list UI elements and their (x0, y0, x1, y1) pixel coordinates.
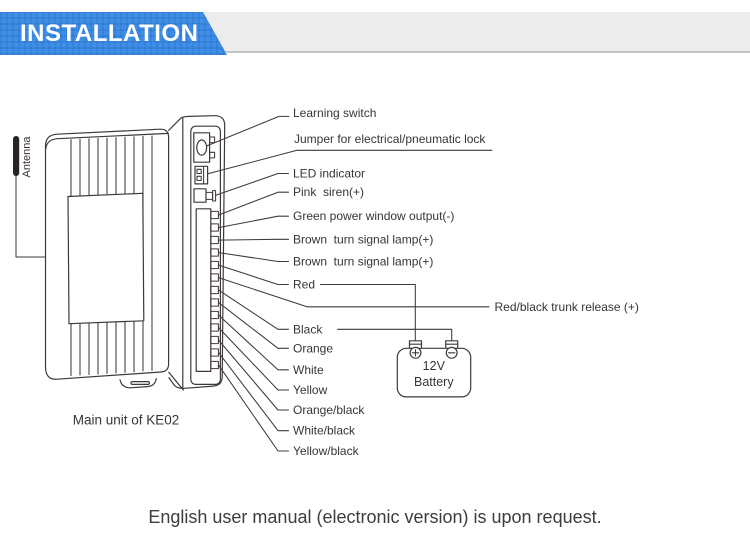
unit-top-rim (45, 132, 169, 150)
leader-orange (218, 302, 290, 349)
label-green-power-window: Green power window output(-) (293, 209, 454, 223)
unit-base-edge (168, 371, 184, 391)
leader-learning-switch (205, 115, 290, 147)
leader-jumper (207, 149, 493, 175)
leader-yellow-black (218, 364, 290, 452)
label-led: LED indicator (293, 167, 365, 181)
battery: 12V Battery (396, 340, 472, 398)
battery-voltage-label: 12V (423, 359, 446, 373)
label-jumper: Jumper for electrical/pneumatic lock (294, 132, 486, 146)
leader-white (218, 314, 290, 371)
label-yellow-black: Yellow/black (293, 444, 360, 458)
leader-brown2 (218, 252, 290, 263)
unit-caption: Main unit of KE02 (73, 413, 180, 428)
label-white-black: White/black (293, 424, 356, 438)
label-learning-switch: Learning switch (293, 106, 376, 120)
led-indicator (193, 188, 217, 203)
label-red: Red (293, 278, 315, 292)
label-yellow: Yellow (293, 383, 328, 397)
leader-yellow (218, 327, 290, 391)
main-unit (44, 115, 226, 391)
label-orange: Orange (293, 341, 333, 355)
leader-red-black (218, 277, 490, 308)
antenna-bar (13, 136, 20, 176)
plus-icon (411, 349, 420, 357)
page-title: INSTALLATION (20, 19, 199, 47)
leader-white-black (218, 352, 290, 432)
unit-side-face (168, 115, 226, 389)
label-red-black-trunk: Red/black trunk release (+) (495, 300, 639, 314)
header-banner: INSTALLATION (0, 12, 227, 55)
antenna-wire (15, 175, 46, 258)
label-plate (67, 192, 145, 325)
leader-lines (205, 115, 493, 452)
leader-led (215, 172, 290, 196)
leader-orange-black (218, 339, 290, 411)
footer-note: English user manual (electronic version)… (148, 507, 602, 527)
connector-strip (195, 208, 219, 373)
wire-black-to-battery (336, 328, 453, 342)
label-brown-turn-signal-2: Brown turn signal lamp(+) (293, 255, 433, 269)
mounting-tab (119, 378, 157, 389)
connector-pins (210, 210, 219, 370)
battery-body (396, 347, 472, 398)
label-white: White (293, 363, 324, 377)
mounting-tab-slot (130, 381, 150, 386)
side-panel (190, 125, 222, 386)
wire-red-to-battery (319, 283, 416, 342)
battery-name-label: Battery (414, 375, 454, 389)
leader-green (218, 215, 290, 229)
wire-labels: Learning switch Jumper for electrical/pn… (293, 106, 639, 458)
label-brown-turn-signal-1: Brown turn signal lamp(+) (293, 232, 433, 246)
leader-black (218, 289, 290, 330)
unit-front-face (44, 128, 170, 380)
leader-red (218, 264, 290, 286)
leader-brown1 (218, 238, 290, 241)
label-black: Black (293, 322, 323, 336)
label-orange-black: Orange/black (293, 403, 365, 417)
jumper-block (194, 165, 209, 185)
leader-pink (218, 191, 290, 216)
antenna-label: Antenna (21, 136, 33, 178)
label-pink-siren: Pink siren(+) (293, 185, 364, 199)
antenna: Antenna (13, 136, 46, 258)
learning-switch (193, 132, 216, 163)
